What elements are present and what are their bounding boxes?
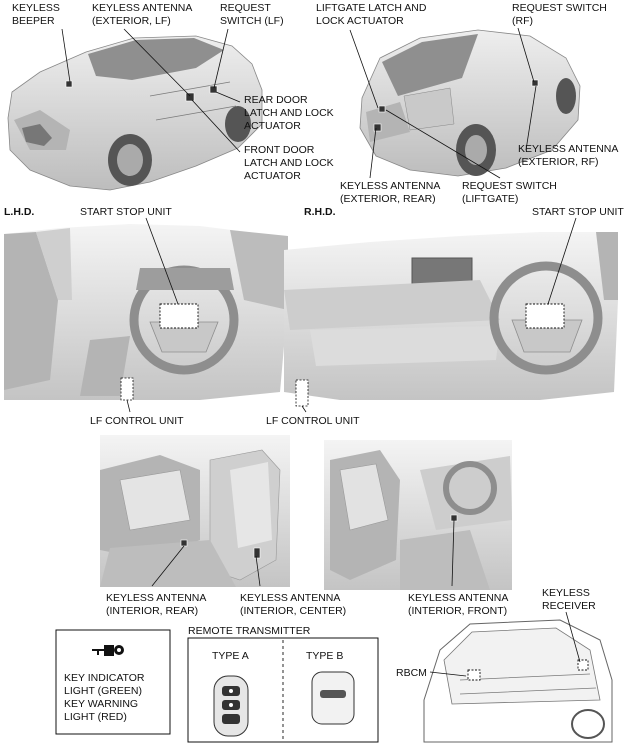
car-front-left-illustration [7, 35, 263, 191]
label-keyless-antenna-rf: KEYLESS ANTENNA (EXTERIOR, RF) [518, 143, 621, 168]
label-keyless-beeper: KEYLESS BEEPER [12, 2, 63, 27]
labels: KEYLESS BEEPER KEYLESS ANTENNA (EXTERIOR… [4, 2, 624, 723]
label-rbcm: RBCM [396, 667, 427, 679]
label-request-switch-rf: REQUEST SWITCH (RF) [512, 2, 610, 27]
label-type-b: TYPE B [306, 650, 343, 662]
label-rear-door-latch: REAR DOOR LATCH AND LOCK ACTUATOR [244, 94, 337, 132]
label-remote-transmitter: REMOTE TRANSMITTER [188, 625, 311, 637]
remote-transmitter-panel [187, 637, 379, 743]
label-liftgate-latch: LIFTGATE LATCH AND LOCK ACTUATOR [316, 2, 429, 27]
label-rhd: R.H.D. [304, 206, 336, 218]
trunk-rbcm-illustration [423, 619, 613, 743]
key-indicator-symbol-icon [92, 645, 124, 656]
label-keyless-antenna-lf: KEYLESS ANTENNA (EXTERIOR, LF) [92, 2, 195, 27]
label-keyless-antenna-rear-exterior: KEYLESS ANTENNA (EXTERIOR, REAR) [340, 180, 443, 205]
front-interior-illustration [324, 440, 512, 590]
label-front-door-latch: FRONT DOOR LATCH AND LOCK ACTUATOR [244, 144, 337, 182]
label-key-indicator: KEY INDICATOR LIGHT (GREEN) KEY WARNING … [64, 672, 147, 723]
remote-type-b-keyfob [311, 671, 355, 725]
leader-lines [61, 27, 581, 677]
rhd-dashboard-illustration [284, 232, 618, 407]
label-request-switch-liftgate: REQUEST SWITCH (LIFTGATE) [462, 180, 560, 205]
car-rear-right-illustration [359, 29, 581, 177]
label-type-a: TYPE A [212, 650, 249, 662]
label-antenna-interior-center: KEYLESS ANTENNA (INTERIOR, CENTER) [240, 592, 346, 617]
label-request-switch-lf: REQUEST SWITCH (LF) [220, 2, 284, 27]
rear-interior-illustration [100, 435, 290, 587]
label-start-stop-unit-lhd: START STOP UNIT [80, 206, 172, 218]
label-lf-control-unit-rhd: LF CONTROL UNIT [266, 415, 360, 427]
lhd-dashboard-illustration [4, 224, 288, 401]
label-lhd: L.H.D. [4, 206, 34, 218]
key-indicator-panel [55, 629, 171, 735]
label-start-stop-unit-rhd: START STOP UNIT [532, 206, 624, 218]
remote-type-a-keyfob [213, 675, 249, 737]
label-antenna-interior-rear: KEYLESS ANTENNA (INTERIOR, REAR) [106, 592, 209, 617]
label-lf-control-unit-lhd: LF CONTROL UNIT [90, 415, 184, 427]
label-antenna-interior-front: KEYLESS ANTENNA (INTERIOR, FRONT) [408, 592, 511, 617]
label-keyless-receiver: KEYLESS RECEIVER [542, 587, 596, 612]
